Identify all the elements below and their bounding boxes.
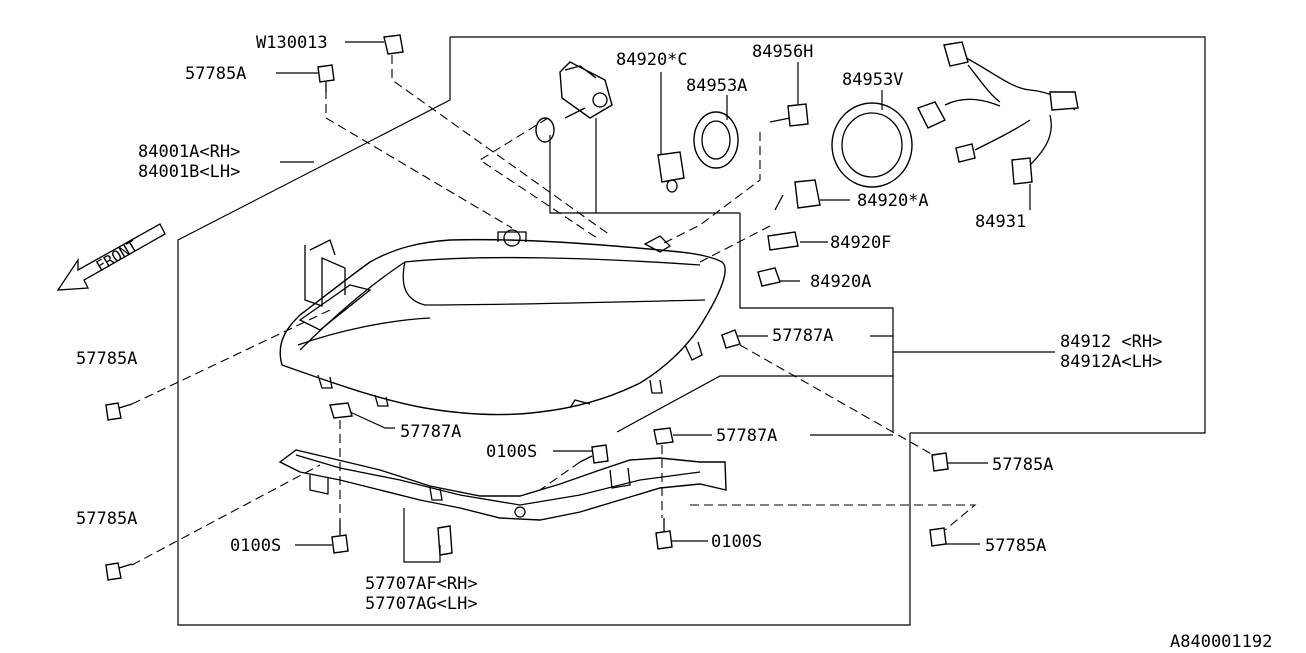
label-57707af: 57707AF<RH>	[365, 574, 478, 594]
label-57787a-right: 57787A	[772, 326, 833, 346]
label-84920c: 84920*C	[616, 50, 688, 70]
label-57785a-left2: 57785A	[76, 509, 137, 529]
part-labels: W130013 57785A 84001A<RH> 84001B<LH> 849…	[76, 33, 1272, 652]
leader-lines	[276, 41, 1055, 563]
label-0100s-left: 0100S	[230, 536, 281, 556]
label-57785a-right1: 57785A	[992, 455, 1053, 475]
label-57707ag: 57707AG<LH>	[365, 594, 478, 614]
label-0100s-right: 0100S	[711, 532, 762, 552]
headlamp-housing	[279, 229, 726, 416]
label-57785a-right2: 57785A	[985, 536, 1046, 556]
label-84953v: 84953V	[842, 70, 903, 90]
label-w130013: W130013	[256, 33, 328, 53]
bulb-parts	[535, 41, 1079, 287]
label-0100s-mid: 0100S	[486, 442, 537, 462]
label-84956h: 84956H	[752, 42, 813, 62]
dashed-lines	[131, 55, 977, 566]
label-84912: 84912 <RH>	[1060, 332, 1162, 352]
bolt-parts	[105, 34, 949, 581]
label-84920a-star: 84920*A	[857, 191, 929, 211]
front-arrow-icon: FRONT	[56, 223, 166, 291]
label-57787a-mid: 57787A	[400, 422, 461, 442]
lower-bracket	[278, 449, 727, 521]
label-84001a: 84001A<RH>	[138, 142, 240, 162]
label-57785a-top: 57785A	[185, 64, 246, 84]
label-84931: 84931	[975, 212, 1026, 232]
front-label: FRONT	[93, 237, 141, 276]
diagram-id-label: A840001192	[1170, 632, 1272, 652]
frame-lines	[177, 36, 1206, 626]
clip-parts	[329, 329, 741, 556]
label-84920a: 84920A	[810, 272, 871, 292]
label-84920f: 84920F	[830, 233, 891, 253]
label-57785a-left1: 57785A	[76, 349, 137, 369]
label-84953a: 84953A	[686, 76, 747, 96]
label-84001b: 84001B<LH>	[138, 162, 240, 182]
label-57787a-lower: 57787A	[716, 426, 777, 446]
label-84912a: 84912A<LH>	[1060, 352, 1162, 372]
